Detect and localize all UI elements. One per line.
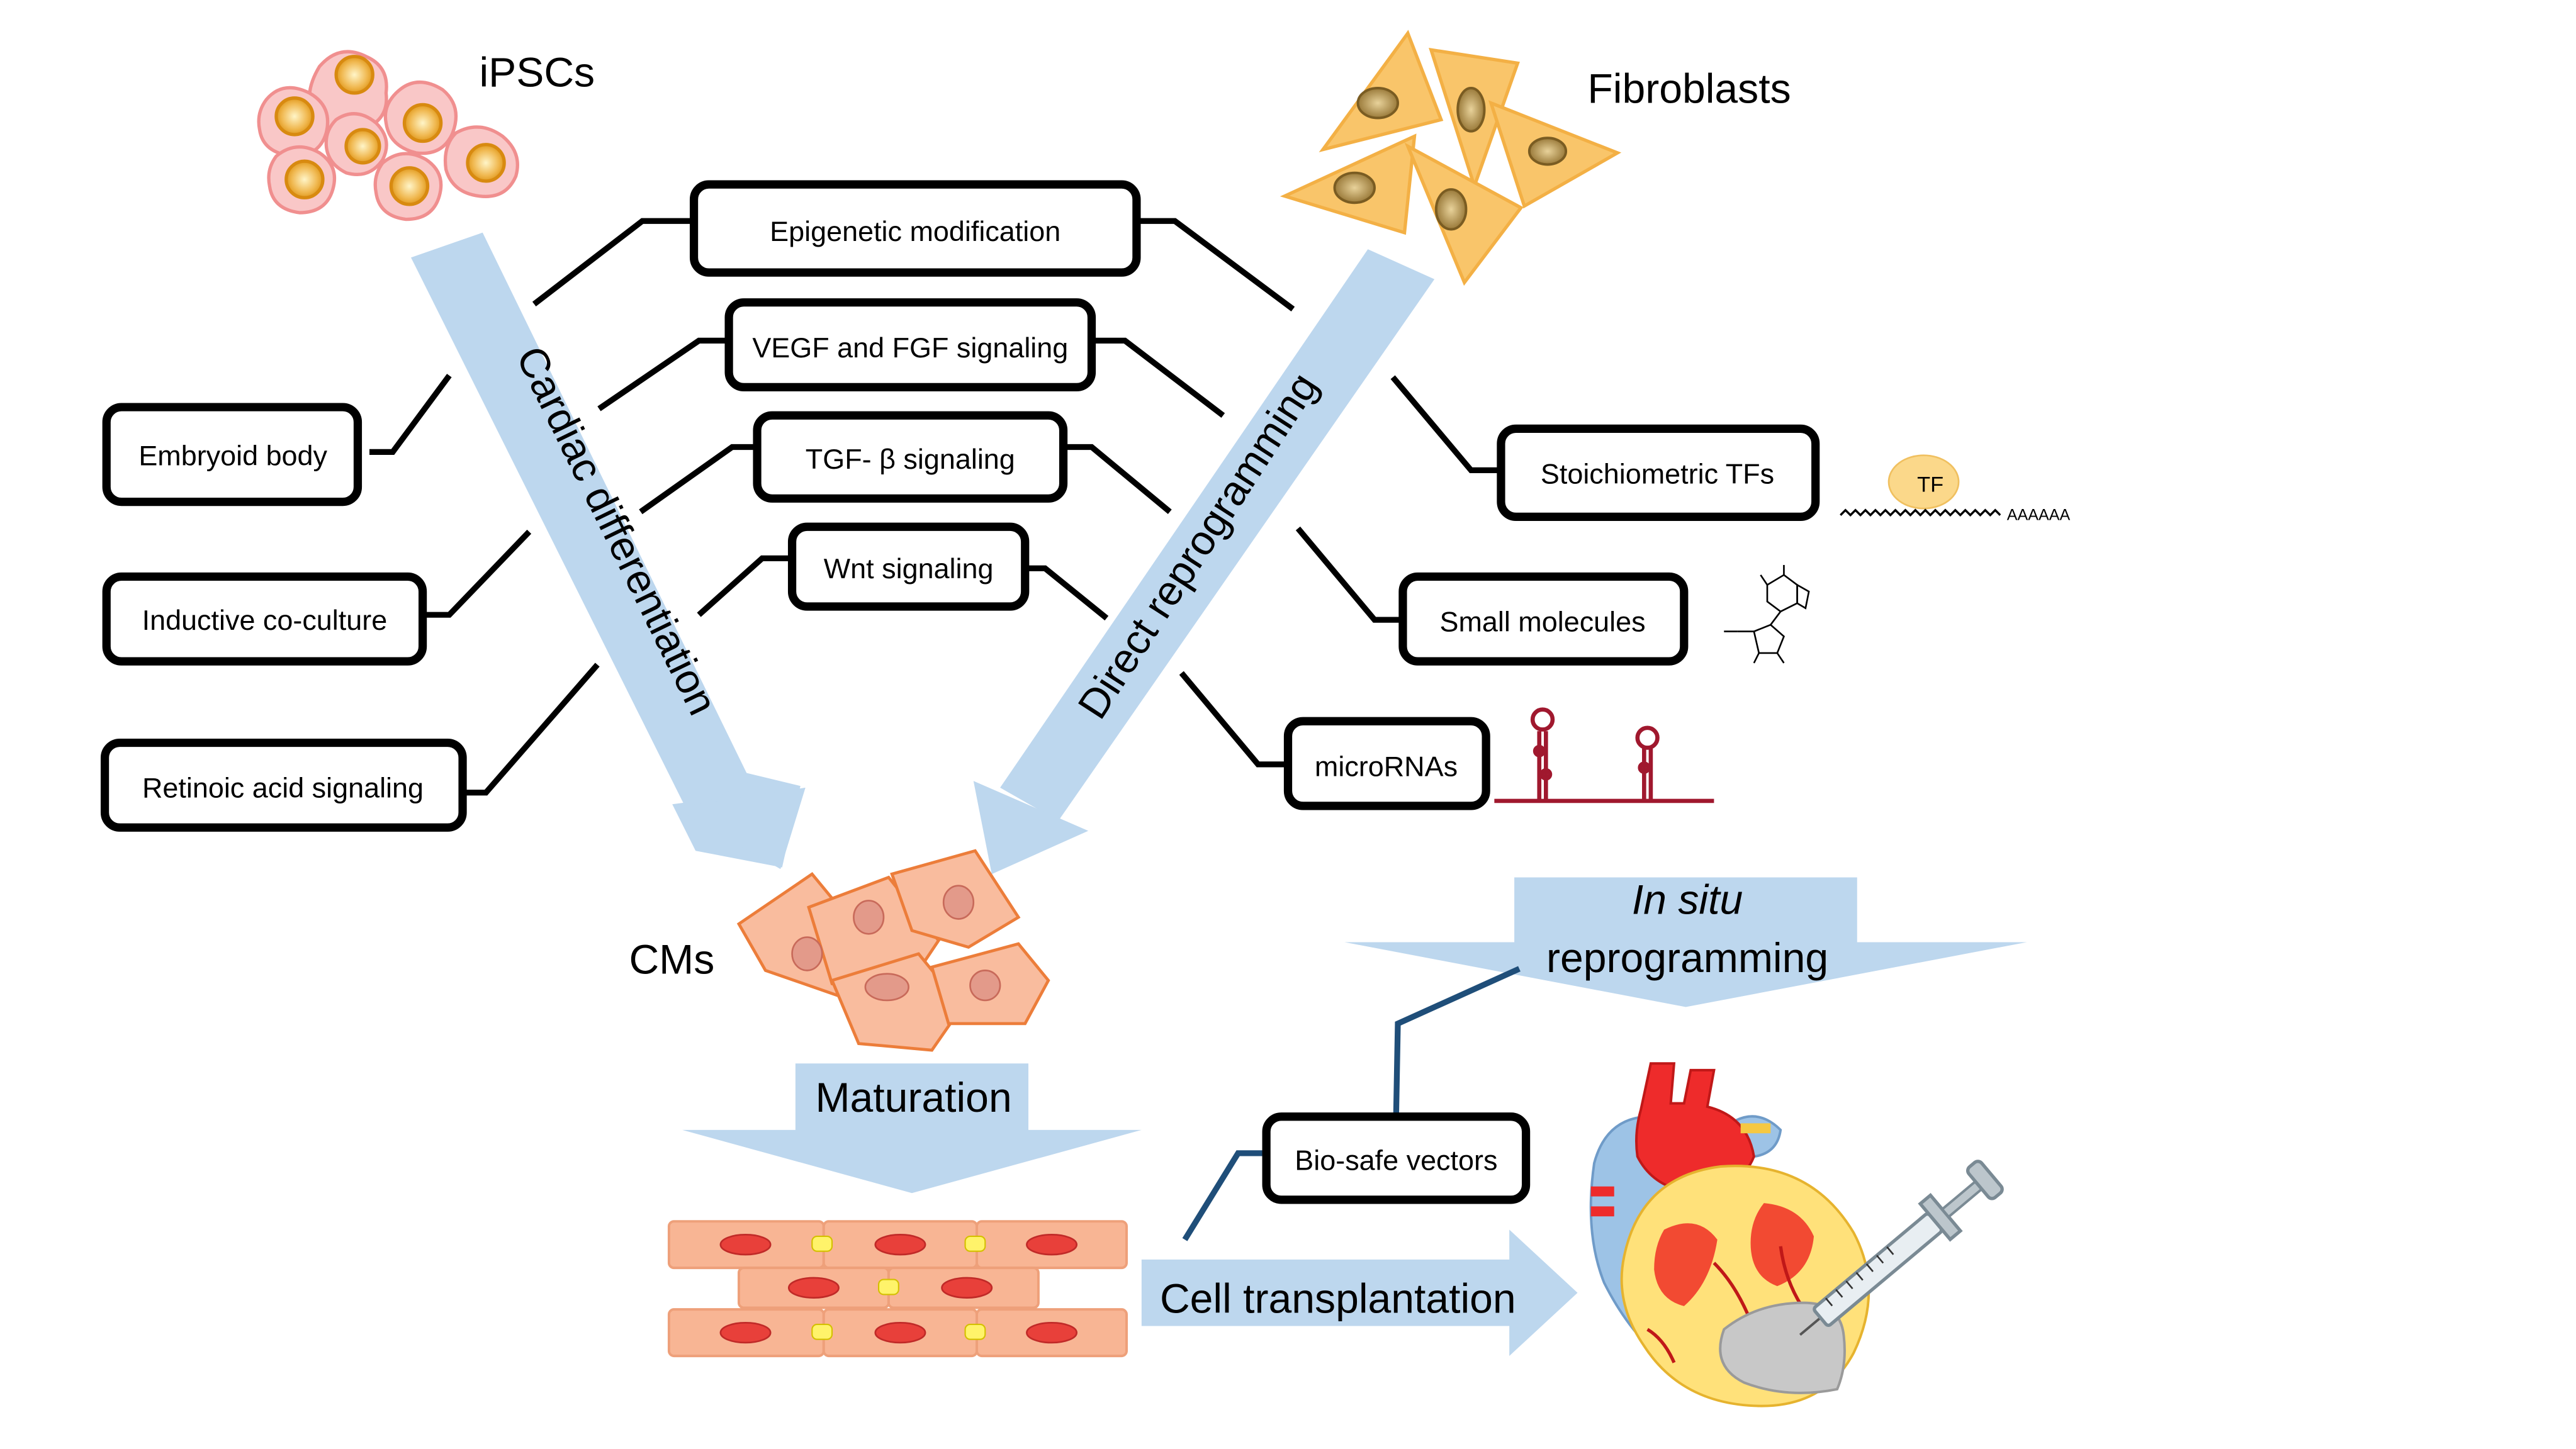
tgf-beta-signaling-text: TGF- β signaling [806, 443, 1015, 475]
stoichiometric-tfs-text: Stoichiometric TFs [1541, 458, 1774, 490]
small-molecules-box: Small molecules [1398, 572, 1689, 666]
direct-reprogramming-label: Direct reprogramming [1069, 364, 1327, 727]
ipsc-cells-icon [257, 50, 519, 221]
reprogramming-label: reprogramming [1546, 934, 1828, 981]
inductive-coculture-text: Inductive co-culture [142, 604, 388, 636]
connector-lines [369, 218, 1521, 1241]
stoichiometric-tfs-box: Stoichiometric TFs [1497, 424, 1820, 521]
vegf-fgf-signaling-text: VEGF and FGF signaling [752, 332, 1068, 364]
wnt-signaling-text: Wnt signaling [824, 552, 994, 585]
cms-label: CMs [629, 936, 714, 983]
fibroblast-cells-icon [1280, 30, 1622, 286]
in-situ-label: In situ [1632, 876, 1743, 923]
tf-label: TF [1917, 473, 1943, 497]
direct-reprogramming-arrow [973, 249, 1435, 875]
maturation-label: Maturation [815, 1074, 1011, 1121]
cardiac-differentiation-arrow [411, 232, 806, 870]
bio-safe-vectors-text: Bio-safe vectors [1295, 1144, 1497, 1176]
microrna-hairpin-icon [1494, 707, 1714, 803]
embryoid-body-text: Embryoid body [138, 440, 327, 472]
fibroblasts-label: Fibroblasts [1587, 65, 1791, 112]
epigenetic-modification-box: Epigenetic modification [689, 180, 1141, 277]
vegf-fgf-signaling-box: VEGF and FGF signaling [724, 298, 1096, 391]
small-molecule-structure-icon [1724, 564, 1810, 664]
tgf-beta-signaling-box: TGF- β signaling [753, 411, 1068, 503]
wnt-signaling-box: Wnt signaling [787, 522, 1030, 611]
retinoic-acid-signaling-text: Retinoic acid signaling [142, 772, 424, 804]
small-molecules-text: Small molecules [1439, 606, 1645, 638]
cell-transplantation-arrow [1141, 1229, 1578, 1357]
mature-cardiomyocytes-icon [667, 1220, 1128, 1358]
inductive-coculture-box: Inductive co-culture [102, 572, 427, 666]
in-situ-reprogramming-arrow [1344, 877, 2027, 1007]
cell-transplantation-label: Cell transplantation [1160, 1275, 1516, 1321]
micrornas-box: microRNAs [1283, 717, 1490, 810]
epigenetic-modification-text: Epigenetic modification [770, 215, 1060, 247]
ipscs-label: iPSCs [479, 48, 595, 95]
embryoid-body-box: Embryoid body [102, 403, 363, 506]
heart-with-syringe-icon [1589, 1062, 2004, 1407]
transcription-factor-icon: TF AAAAAA [1840, 454, 2071, 524]
retinoic-acid-signaling-box: Retinoic acid signaling [100, 738, 467, 832]
cardiomyocyte-cells-icon [736, 849, 1050, 1052]
micrornas-text: microRNAs [1315, 750, 1458, 782]
maturation-arrow [682, 1063, 1142, 1194]
bio-safe-vectors-box: Bio-safe vectors [1262, 1112, 1531, 1204]
poly-a-tail-label: AAAAAA [2007, 506, 2071, 524]
